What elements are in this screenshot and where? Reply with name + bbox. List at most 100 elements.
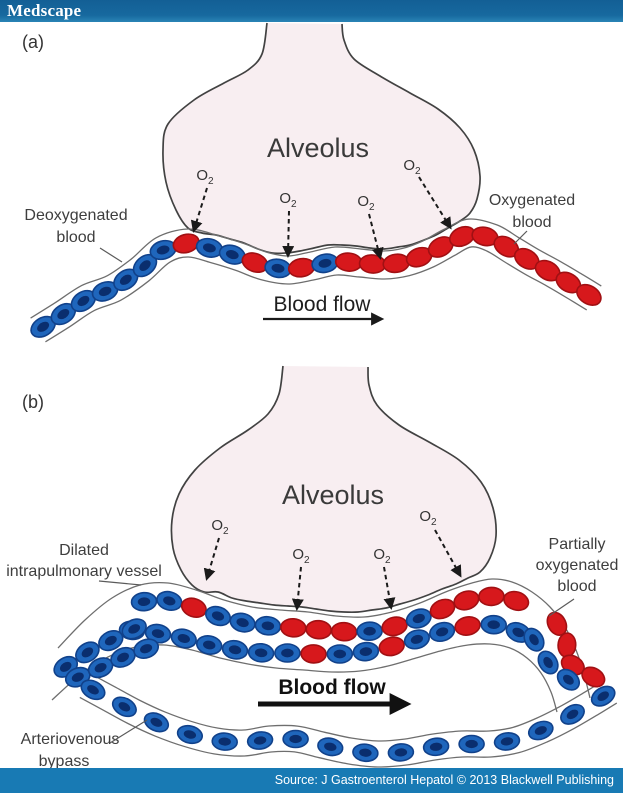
blood-cell-deoxygenated (403, 629, 430, 650)
blood-cell-deoxygenated (282, 729, 309, 749)
blood-cell-oxygenated (330, 621, 358, 642)
pointer-line (98, 580, 142, 586)
blood-cell-deoxygenated (480, 614, 507, 635)
blood-cell-deoxygenated (352, 743, 379, 763)
label-arteriovenous-bypass-line1: Arteriovenous (21, 731, 120, 748)
blood-cell-deoxygenated (422, 737, 450, 757)
blood-cell-deoxygenated (91, 280, 119, 302)
blood-cell-deoxygenated (229, 612, 256, 633)
panel-b-index: (b) (22, 392, 44, 412)
label-deoxygenated-blood-line1: Deoxygenated (24, 207, 127, 224)
dilated-vessel-top-wall (57, 578, 591, 699)
blood-cell-deoxygenated (317, 737, 344, 757)
capillary-a-bottom-wall (45, 246, 588, 343)
blood-cell-oxygenated (576, 283, 602, 306)
pointer-line (109, 719, 148, 744)
blood-cell-deoxygenated (326, 644, 354, 664)
pointer-line (548, 598, 575, 617)
pointer-line (513, 230, 528, 245)
blood-cell-deoxygenated (130, 591, 158, 612)
o2-diffusion-arrow (434, 529, 462, 578)
capillary-a-cells (30, 225, 602, 338)
blood-cell-deoxygenated (218, 244, 246, 265)
alveolus-shape-a-fill (162, 23, 481, 254)
label-dilated-vessel-line1: Dilated (59, 542, 109, 559)
medscape-header-bar: Medscape (0, 0, 623, 22)
label-oxygenated-blood-line2: blood (512, 214, 551, 231)
blood-cell-deoxygenated (50, 302, 77, 326)
o2-diffusion-arrow (383, 566, 396, 610)
blood-cell-deoxygenated (133, 638, 160, 660)
o2-label: O2 (211, 517, 229, 537)
o2-diffusion-arrow (418, 176, 452, 230)
blood-cell-deoxygenated (264, 258, 292, 279)
blood-cell-deoxygenated (170, 628, 197, 649)
label-oxygenated-blood-line1: Oxygenated (489, 192, 575, 209)
blood-cell-oxygenated (453, 590, 480, 611)
blood-cell-oxygenated (454, 616, 481, 636)
blood-cell-deoxygenated (246, 731, 274, 750)
blood-cell-deoxygenated (523, 627, 545, 652)
blood-cell-oxygenated (429, 598, 456, 620)
blood-cell-oxygenated (381, 616, 408, 637)
blood-cell-deoxygenated (121, 618, 147, 640)
blood-cell-oxygenated (287, 257, 316, 278)
blood-flow-label-a: Blood flow (274, 293, 372, 316)
blood-cell-deoxygenated (352, 641, 380, 662)
blood-cell-deoxygenated (429, 621, 456, 643)
blood-cell-deoxygenated (590, 685, 616, 707)
blood-cell-deoxygenated (560, 703, 585, 725)
o2-label: O2 (196, 167, 214, 187)
blood-cell-deoxygenated (113, 268, 139, 292)
medscape-logo: Medscape (7, 1, 82, 20)
alveolus-label-b: Alveolus (282, 480, 384, 510)
blood-cell-deoxygenated (527, 720, 554, 741)
blood-cell-deoxygenated (156, 590, 183, 611)
label-dilated-vessel-line2: intrapulmonary vessel (6, 563, 162, 580)
blood-cell-deoxygenated (80, 679, 106, 701)
blood-cell-deoxygenated (556, 668, 581, 691)
blood-cell-deoxygenated (205, 605, 231, 627)
blood-cell-deoxygenated (111, 696, 137, 718)
alveolus-a (162, 22, 481, 255)
blood-cell-deoxygenated (537, 650, 559, 675)
blood-cell-deoxygenated (195, 237, 224, 258)
blood-flow-label-b: Blood flow (278, 676, 386, 699)
footer-bar: Source: J Gastroenterol Hepatol © 2013 B… (0, 768, 623, 793)
o2-diffusion-arrow (203, 537, 220, 581)
blood-cell-oxygenated (300, 644, 327, 664)
o2-label: O2 (357, 193, 375, 213)
bypass-top-wall (91, 673, 604, 742)
panel-a: (a) Alveolus O2 O2 O2 O2 Deoxygenated bl… (22, 22, 602, 343)
label-partially-oxygenated-line1: Partially (549, 536, 606, 553)
blood-cell-oxygenated (581, 666, 606, 688)
blood-cell-deoxygenated (356, 621, 383, 642)
blood-cell-deoxygenated (221, 639, 249, 660)
blood-cell-deoxygenated (75, 641, 100, 664)
o2-label: O2 (403, 157, 421, 177)
blood-cell-deoxygenated (458, 734, 485, 754)
blood-cell-oxygenated (334, 252, 363, 272)
vessels-b-cells (53, 586, 616, 763)
label-partially-oxygenated-line2: oxygenated (536, 557, 619, 574)
blood-cell-deoxygenated (70, 289, 97, 313)
blood-cell-oxygenated (557, 632, 577, 658)
o2-label: O2 (419, 508, 437, 528)
blood-cell-oxygenated (382, 253, 410, 274)
o2-label: O2 (279, 190, 297, 210)
alveolus-shape-b-outline (170, 365, 497, 614)
blood-cell-oxygenated (503, 590, 530, 612)
blood-cell-deoxygenated (274, 643, 301, 663)
alveolus-shape-a-outline (162, 22, 481, 255)
o2-label: O2 (373, 546, 391, 566)
panel-b: (b) Alveolus O2 O2 O2 O2 Dilated intrapu… (6, 365, 619, 770)
alveolus-label-a: Alveolus (267, 133, 369, 163)
blood-cell-deoxygenated (493, 731, 521, 751)
blood-cell-deoxygenated (247, 642, 275, 663)
blood-cell-deoxygenated (405, 608, 432, 629)
blood-cell-deoxygenated (254, 615, 282, 636)
blood-cell-oxygenated (280, 617, 307, 638)
blood-cell-deoxygenated (196, 635, 223, 655)
